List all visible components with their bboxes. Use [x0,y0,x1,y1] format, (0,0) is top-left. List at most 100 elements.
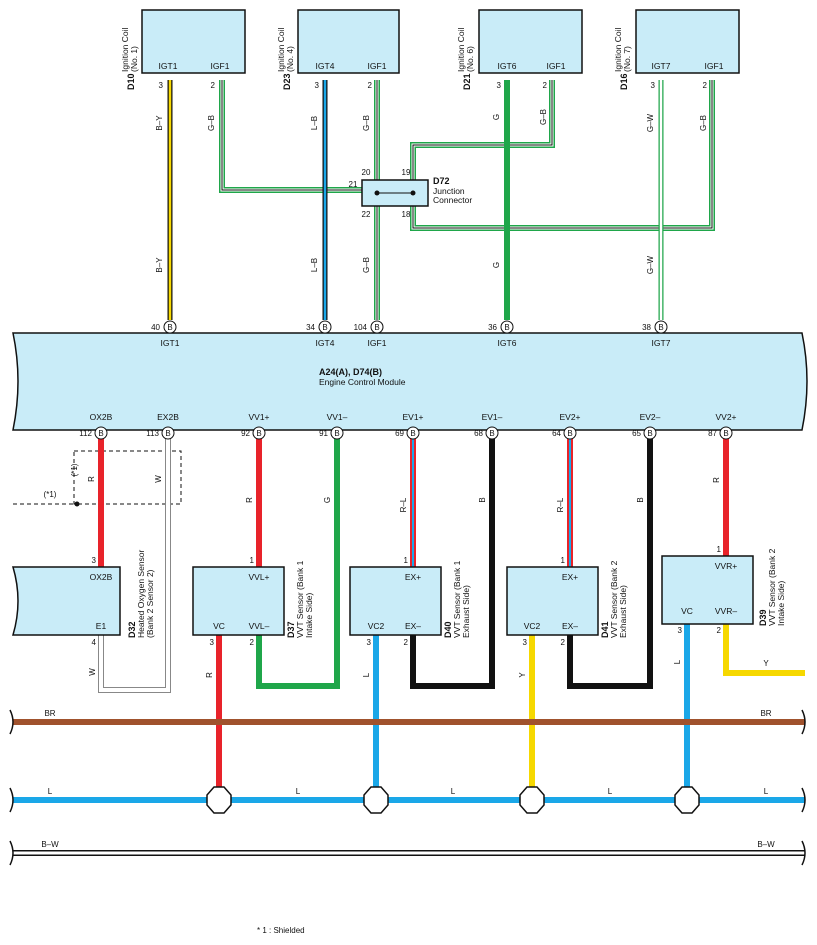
wire-label: B [478,497,487,502]
wire-label: G–W [646,113,655,132]
pin-badge: B [567,429,572,438]
sensor-name: Exhaust Side) [461,585,471,638]
pin-number: 112 [79,429,92,438]
bus-label: L [451,787,456,796]
pin-number: 36 [488,323,497,332]
coil-pin-label: IGT4 [316,61,335,71]
pin-number: 68 [474,429,483,438]
ecm-top-pin: B 34 IGT4 [306,320,335,348]
pin-number: 69 [395,429,404,438]
sensor-pin-label: VVR– [715,606,737,616]
shield-label: (*1) [70,463,79,476]
sensor-pin-label: E1 [96,621,107,631]
ecm-bottom-pin: EV1+ B 69 [395,412,424,440]
pin-badge: B [98,429,103,438]
coil-name: Ignition Coil [120,27,130,72]
pin-number: 1 [561,556,566,565]
bus-b-w: B–W B–W [9,840,806,866]
pin-number: 18 [402,210,411,219]
wire-b [567,438,653,689]
pin-badge: B [322,323,327,332]
coil-name: Ignition Coil [456,27,466,72]
pin-badge: B [334,429,339,438]
shield-label: (*1) [44,490,57,499]
bus-label: BR [760,709,771,718]
wire-label: R [245,497,254,503]
coil-name: Ignition Coil [613,27,623,72]
pin-number: 1 [404,556,409,565]
sensor-pin-label: EX+ [562,572,578,582]
pin-number: 2 [250,638,255,647]
wire-label: W [88,668,97,676]
pin-number: 91 [319,429,328,438]
sensor-id: D37 [286,621,296,638]
ecm-name: Engine Control Module [319,377,406,387]
sensor-pin-label: VC [681,606,693,616]
pin-number: 64 [552,429,561,438]
ecm-top-pin: B 40 IGT1 [151,320,180,348]
sensor-name: VVT Sensor (Bank 1 [452,560,462,638]
pin-number: 1 [717,545,722,554]
sensor-pin-label: EX– [405,621,421,631]
coil-d21: IGT6 IGF1 3 2 D21 Ignition Coil (No. 6) [456,9,583,90]
wire-label: R [712,477,721,483]
pin-number: 38 [642,323,651,332]
wire-label: Y [518,672,527,678]
pin-number: 2 [543,81,548,90]
sensor-id: D40 [443,621,453,638]
pin-number: 87 [708,429,717,438]
sensor-name: (Bank 2 Sensor 2) [145,569,155,638]
bottom-wire-labels: R W R G R–L B R–L B R [87,475,721,513]
footnote: * 1 : Shielded [257,926,305,935]
wire-label: G–B [362,115,371,131]
pin-label: IGT7 [652,338,671,348]
coil-d16: IGT7 IGF1 3 2 D16 Ignition Coil (No. 7) [613,9,740,90]
wire-label: G–B [207,115,216,131]
pin-number: 4 [92,638,97,647]
pin-number: 65 [632,429,641,438]
sensor-id: D41 [600,621,610,638]
sensor-pin-label: VC2 [368,621,385,631]
coil-d10: IGT1 IGF1 3 2 D10 Ignition Coil (No. 1) [120,9,246,90]
ecm: A24(A), D74(B) Engine Control Module B 4… [12,320,808,440]
ecm-top-pin: B 36 IGT6 [488,320,517,348]
sensor-pin-label: VVL+ [248,572,269,582]
pin-label: VV1– [327,412,348,422]
pin-label: IGF1 [368,338,387,348]
pin-badge: B [504,323,509,332]
pin-number: 34 [306,323,315,332]
top-wire-labels: B–Y G–B B–Y L–B G–B L–B G–B G G–B G G–W … [155,109,708,274]
bus-label: BR [44,709,55,718]
pin-number: 3 [678,626,683,635]
coil-pin-label: IGT6 [498,61,517,71]
pin-number: 2 [717,626,722,635]
ecm-bottom-pin: EV1– B 68 [474,412,503,440]
pin-number: 1 [250,556,255,565]
ecm-bottom-pin: EV2– B 65 [632,412,661,440]
sensor-name: VVT Sensor (Bank 2 [767,548,777,626]
pin-label: EV2+ [559,412,580,422]
pin-label: EV1– [482,412,503,422]
sensor-pin-label: EX– [562,621,578,631]
wire-label: B [636,497,645,502]
junction-name: Connector [433,195,472,205]
pin-badge: B [410,429,415,438]
bus-label: B–W [757,840,775,849]
wire-label: G–B [699,115,708,131]
coil-pin-label: IGF1 [705,61,724,71]
wire-label: L [362,672,371,677]
pin-number: 40 [151,323,160,332]
coil-d23: IGT4 IGF1 3 2 D23 Ignition Coil (No. 4) [276,9,400,90]
junction-d72: 20 19 21 22 18 D72 Junction Connector [349,168,473,219]
sensor-d39: VVR+ VC VVR– 1 3 2 L Y D39 VVT Sensor (B… [661,545,786,668]
pin-number: 3 [523,638,528,647]
coil-number: (No. 7) [622,46,632,72]
pin-number: 21 [349,180,358,189]
pin-badge: B [723,429,728,438]
pin-label: VV1+ [248,412,269,422]
junction-name: Junction [433,186,465,196]
ecm-bottom-pin: VV2+ B 87 [708,412,737,440]
bus-l: L L L L L [9,787,806,813]
sensor-pin-label: VC2 [524,621,541,631]
